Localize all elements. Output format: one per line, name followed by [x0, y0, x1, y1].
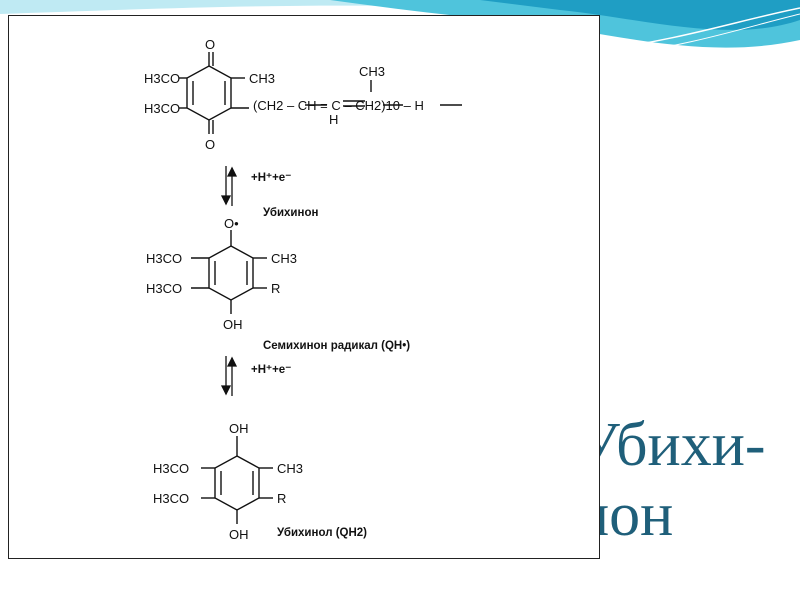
- arrow-2-label: +H⁺+e⁻: [251, 364, 291, 376]
- equilibrium-arrow-1: [220, 166, 238, 206]
- ubiquinone-ch3: CH3: [249, 71, 275, 86]
- equilibrium-arrow-2: [220, 356, 238, 396]
- ubiquinone-h3co-1: H3CO: [144, 71, 180, 86]
- ubiquinol-r: R: [277, 491, 286, 506]
- arrow-1-label: +H⁺+e⁻: [251, 172, 291, 184]
- ubiquinol-structure: [201, 436, 273, 524]
- ubiquinone-side-chain: (CH2 – CH = C – CH2)10 – H: [253, 98, 424, 113]
- ubiquinol-ch3: CH3: [277, 461, 303, 476]
- scheme-drawing: O O H3CO H3CO CH3 (CH2 – CH = C – CH2)10…: [144, 37, 462, 542]
- ubiquinone-structure: [179, 52, 462, 134]
- semiquinone-o-radical: O•: [224, 216, 239, 231]
- ubiquinone-o-top: O: [205, 37, 215, 52]
- ubiquinone-chain-ch3: CH3: [359, 64, 385, 79]
- semiquinone-ch3: CH3: [271, 251, 297, 266]
- semiquinone-label: Семихинон радикал (QH•): [263, 340, 410, 352]
- slide-title-line-1: Убихи-: [576, 411, 766, 479]
- ubiquinol-h3co-2: H3CO: [153, 491, 189, 506]
- ubiquinone-redox-scheme: O O H3CO H3CO CH3 (CH2 – CH = C – CH2)10…: [8, 15, 600, 559]
- ubiquinone-h3co-2: H3CO: [144, 101, 180, 116]
- semiquinone-r: R: [271, 281, 280, 296]
- semiquinone-h3co-2: H3CO: [146, 281, 182, 296]
- ubiquinol-label: Убихинол (QH2): [277, 527, 367, 539]
- semiquinone-oh: OH: [223, 317, 243, 332]
- semiquinone-h3co-1: H3CO: [146, 251, 182, 266]
- ubiquinol-h3co-1: H3CO: [153, 461, 189, 476]
- ubiquinone-o-bottom: O: [205, 137, 215, 152]
- ubiquinol-oh-top: OH: [229, 421, 249, 436]
- ubiquinol-oh-bottom: OH: [229, 527, 249, 542]
- ubiquinone-chain-h: H: [329, 112, 338, 127]
- semiquinone-structure: [191, 230, 267, 314]
- ubiquinone-label: Убихинон: [263, 207, 318, 219]
